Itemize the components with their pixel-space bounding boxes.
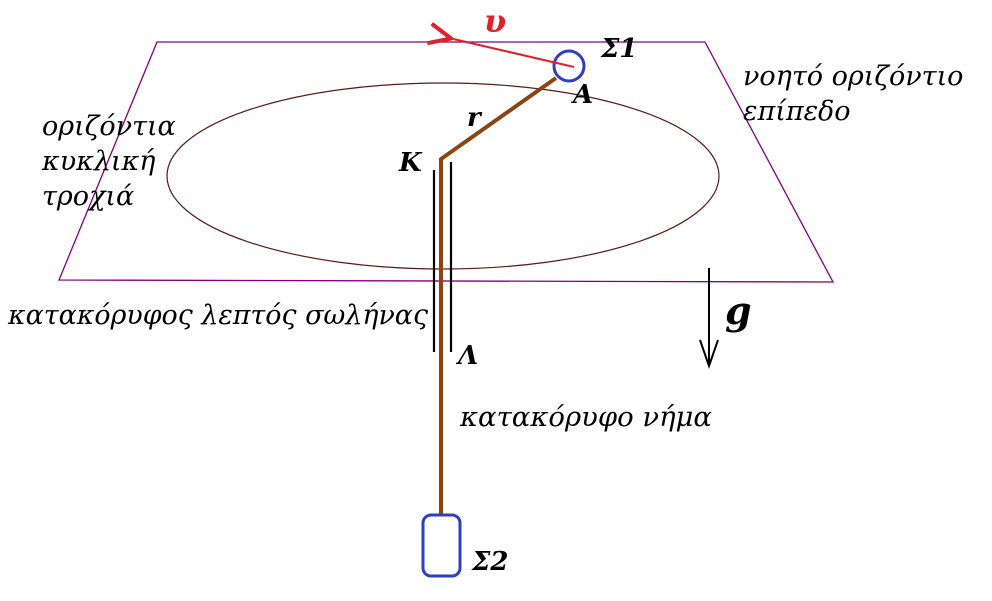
string [439, 76, 558, 515]
mass-sigma2 [421, 513, 462, 578]
plane-label-line1: νοητό οριζόντιο [743, 61, 963, 92]
point-a-label: Α [570, 80, 593, 110]
velocity-arrow [449, 38, 575, 68]
point-l-label: Λ [455, 341, 478, 371]
mass-sigma1 [552, 49, 586, 83]
gravity-arrow-head [699, 339, 719, 370]
tube-label: κατακόρυφος λεπτός σωλήνας [7, 300, 429, 331]
string-label: κατακόρυφο νήμα [459, 402, 712, 433]
gravity-label: g [725, 288, 752, 333]
point-k-label: Κ [398, 148, 423, 178]
velocity-label: υ [484, 2, 506, 40]
plane-label-line2: επίπεδο [743, 96, 851, 127]
orbit-label-line1: οριζόντια [42, 111, 176, 142]
radius-label: r [467, 103, 483, 133]
orbit-label-line3: τροχιά [42, 181, 134, 212]
sigma1-label: Σ1 [600, 34, 637, 64]
orbit-label-line2: κυκλική [41, 146, 155, 177]
sigma2-label: Σ2 [471, 547, 508, 577]
horizontal-plane [58, 41, 835, 283]
